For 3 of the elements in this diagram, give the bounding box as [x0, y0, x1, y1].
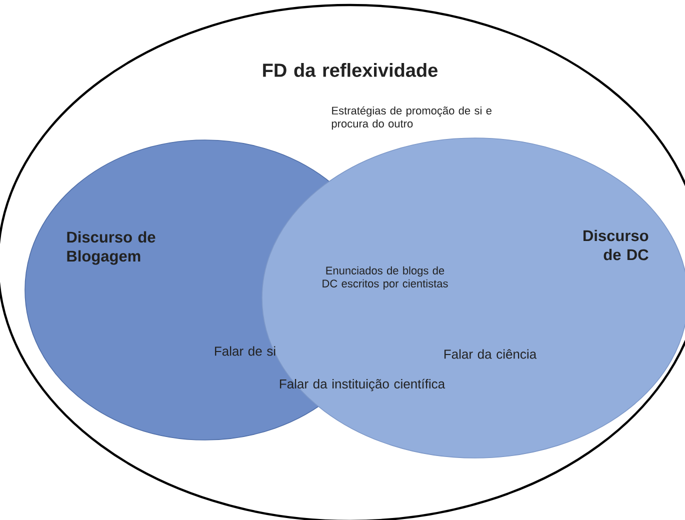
area-label: Enunciados de blogs de DC escritos por cientistas — [322, 266, 448, 290]
area-label: Falar da ciência — [444, 349, 537, 359]
area-label: Falar da instituição científica — [280, 378, 446, 392]
